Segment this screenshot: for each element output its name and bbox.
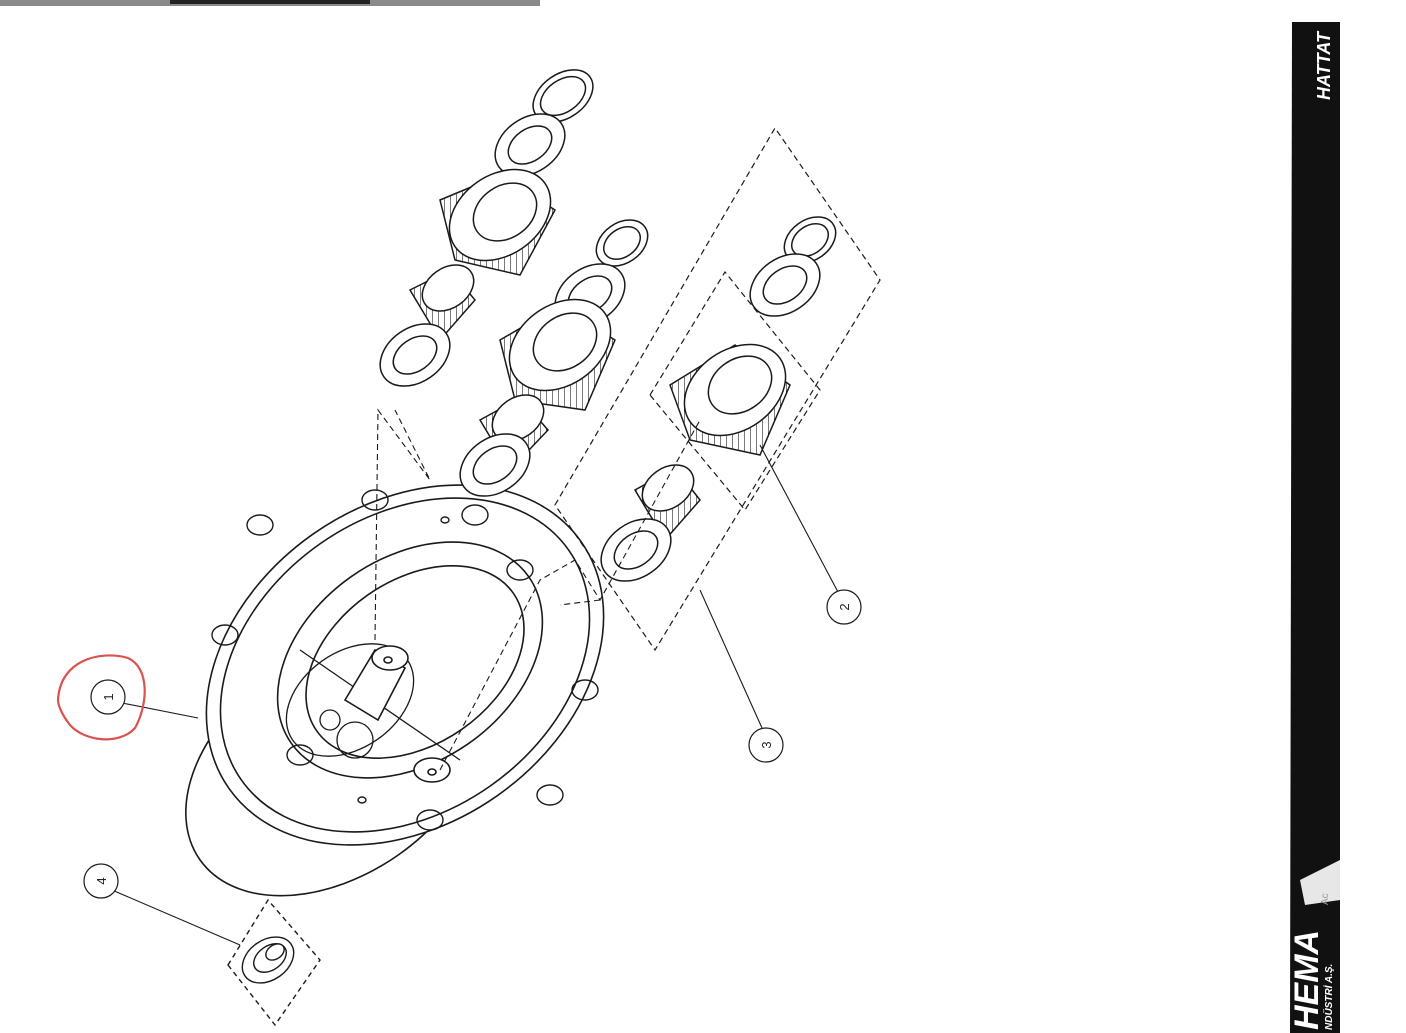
brand-logo-sub: NDÜSTRİ A.Ş. <box>1322 964 1335 1030</box>
callout-4[interactable]: 4 <box>83 863 119 899</box>
middle-gear-stack <box>459 219 649 497</box>
brand-header: HATTAT <box>1314 30 1334 100</box>
svg-text:3: 3 <box>759 741 774 748</box>
scan-edge-top <box>0 0 540 6</box>
housing-part <box>185 484 605 897</box>
part-4-plug <box>227 898 321 1027</box>
housing-flange-rim <box>219 497 591 833</box>
svg-text:4: 4 <box>94 877 109 884</box>
callout-2[interactable]: 2 <box>826 589 862 625</box>
svg-text:2: 2 <box>837 603 852 610</box>
upper-gear-stack <box>379 69 594 387</box>
svg-text:1: 1 <box>101 693 116 700</box>
callout-1[interactable]: 1 <box>90 679 126 715</box>
housing-inner <box>305 565 525 759</box>
brand-logo: HEMA <box>1288 930 1326 1030</box>
brand-faint-text: Ac <box>1320 893 1331 905</box>
group-2-outline <box>554 126 881 652</box>
red-highlight-circle <box>56 654 146 741</box>
planet-pins <box>343 645 451 783</box>
dashed-connectors <box>374 408 701 771</box>
bolt-holes <box>211 489 599 831</box>
leader-lines <box>111 444 839 946</box>
brand-band: HATTAT HEMA NDÜSTRİ A.Ş. Ac <box>1288 22 1340 1033</box>
callout-3[interactable]: 3 <box>748 727 784 763</box>
